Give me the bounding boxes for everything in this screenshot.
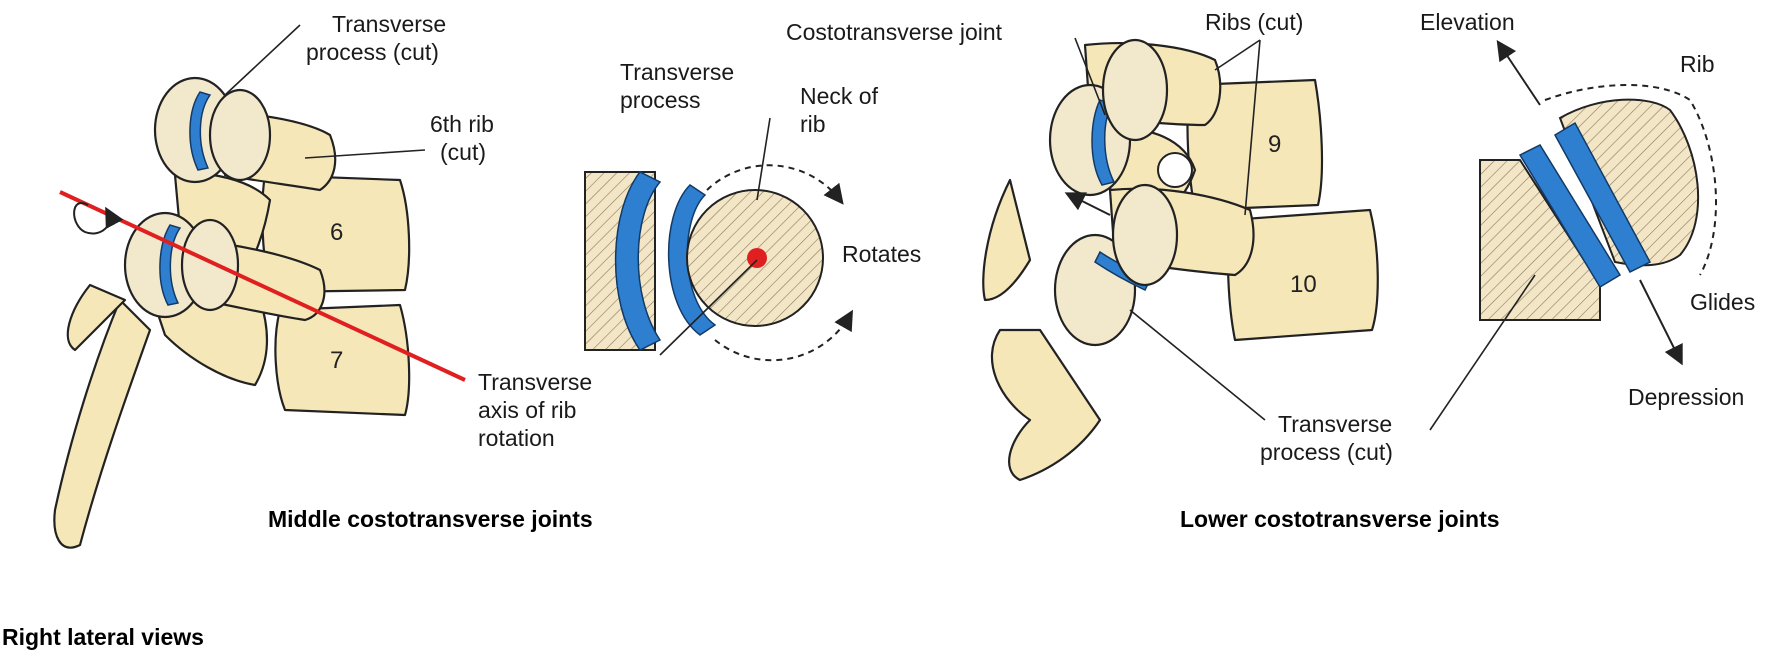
middle-title: Middle costotransverse joints bbox=[268, 506, 593, 532]
rib6-label-1: 6th rib bbox=[430, 111, 494, 137]
costotransverse-joint-label: Costotransverse joint bbox=[786, 19, 1003, 45]
axis-label-1: Transverse bbox=[478, 369, 592, 395]
rotates-label: Rotates bbox=[842, 241, 921, 267]
ribs-cut-label: Ribs (cut) bbox=[1205, 9, 1303, 35]
axis-label-2: axis of rib bbox=[478, 397, 576, 423]
rib6-label-2: (cut) bbox=[440, 139, 486, 165]
axis-point-marker bbox=[747, 248, 767, 268]
vertebra-10-label: 10 bbox=[1290, 271, 1317, 298]
elevation-label: Elevation bbox=[1420, 9, 1515, 35]
lower-transverse-process-cut-label-1: Transverse bbox=[1278, 411, 1392, 437]
inset-transverse-process-label-2: process bbox=[620, 87, 701, 113]
rib-label: Rib bbox=[1680, 51, 1715, 77]
depression-label: Depression bbox=[1628, 384, 1744, 410]
vertebra-6-label: 6 bbox=[330, 219, 343, 246]
middle-transverse-process-cut-label-2: process (cut) bbox=[306, 39, 439, 65]
inset-transverse-process-label-1: Transverse bbox=[620, 59, 734, 85]
lower-transverse-process-cut-label-2: process (cut) bbox=[1260, 439, 1393, 465]
glides-label: Glides bbox=[1690, 289, 1755, 315]
middle-vertebrae-illustration: 6 7 bbox=[54, 78, 409, 548]
vertebra-7-label: 7 bbox=[330, 347, 343, 374]
vertebra-9-label: 9 bbox=[1268, 131, 1281, 158]
neck-of-rib-label-2: rib bbox=[800, 111, 826, 137]
neck-of-rib-label-1: Neck of bbox=[800, 83, 879, 109]
rotation-inset bbox=[585, 118, 850, 360]
middle-transverse-process-cut-label-1: Transverse bbox=[332, 11, 446, 37]
gliding-inset bbox=[1430, 45, 1716, 430]
right-lateral-views-label: Right lateral views bbox=[2, 624, 204, 650]
lower-title: Lower costotransverse joints bbox=[1180, 506, 1500, 532]
axis-label-3: rotation bbox=[478, 425, 555, 451]
